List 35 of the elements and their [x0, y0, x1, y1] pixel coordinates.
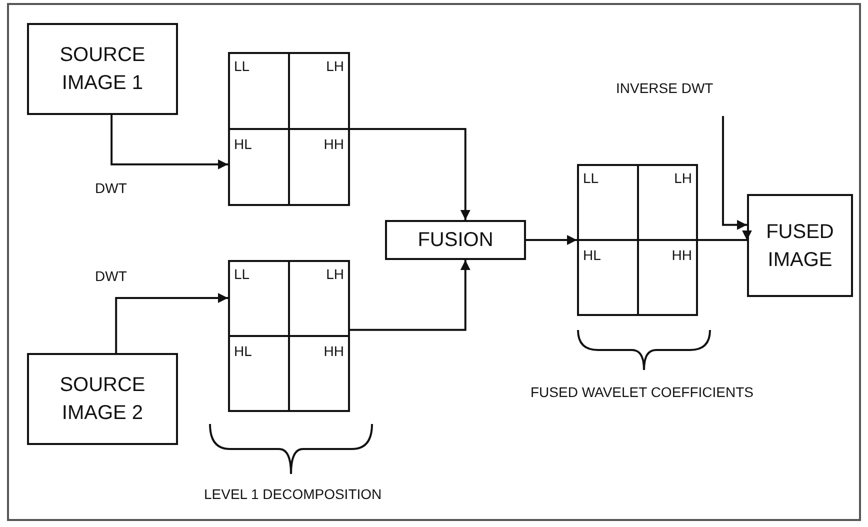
box-label: SOURCE IMAGE 1	[58, 43, 146, 96]
caption-text: FUSED WAVELET COEFFICIENTS	[530, 384, 754, 400]
subband-cell: HH	[638, 241, 698, 316]
subband-cell: HL	[228, 130, 290, 206]
subband-cell: LH	[290, 260, 350, 337]
coefficient-grid	[228, 52, 350, 206]
subband-cell: LH	[638, 164, 698, 241]
arrow	[350, 260, 470, 331]
subband-cell: HH	[290, 337, 350, 412]
box-label: SOURCE IMAGE 2	[58, 373, 146, 426]
annotation-text: INVERSE DWT	[616, 80, 714, 96]
edge-label: DWT	[95, 268, 127, 284]
arrow	[526, 235, 578, 245]
coefficient-grid	[228, 260, 350, 412]
arrow	[698, 230, 752, 242]
box-label: FUSED IMAGE	[765, 220, 835, 272]
arrow	[115, 293, 228, 353]
edge-label: DWT	[95, 180, 127, 196]
subband-cell: HL	[577, 241, 638, 316]
process-box	[385, 220, 526, 260]
subband-cell: LL	[228, 260, 290, 337]
subband-cell: LH	[290, 52, 350, 130]
arrow	[110, 115, 228, 170]
box-label: FUSION	[416, 228, 494, 253]
process-box	[27, 23, 178, 115]
arrow	[350, 128, 470, 220]
subband-cell: HH	[290, 130, 350, 206]
process-box	[747, 194, 853, 297]
coefficient-grid	[577, 164, 698, 316]
subband-cell: LL	[577, 164, 638, 241]
caption-text: LEVEL 1 DECOMPOSITION	[204, 486, 382, 502]
subband-cell: LL	[228, 52, 290, 130]
subband-cell: HL	[228, 337, 290, 412]
process-box	[27, 353, 178, 445]
arrow	[722, 116, 747, 230]
